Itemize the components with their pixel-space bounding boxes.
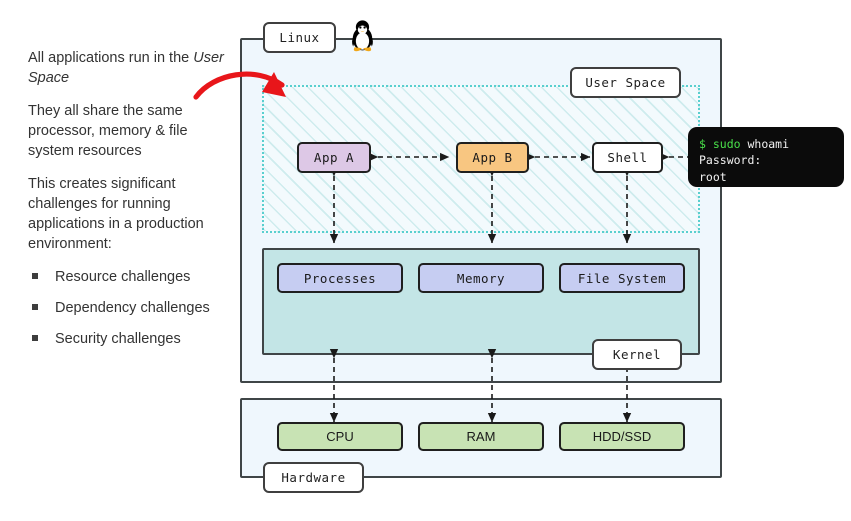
paragraph-1-emphasis: User Space [28,50,224,86]
node-app-b-label: App B [472,150,513,165]
challenge-list: Resource challenges Dependency challenge… [28,267,228,349]
linux-label: Linux [263,22,336,53]
terminal-command: whoami [740,137,790,151]
paragraph-3: This creates significant challenges for … [28,176,204,252]
user-space-label: User Space [570,67,681,98]
explanatory-text: All applications run in the User Space T… [28,48,228,360]
node-app-a-label: App A [313,150,355,165]
node-processes-label: Processes [303,270,377,286]
list-item-label: Dependency challenges [55,300,210,316]
hardware-label: Hardware [263,462,364,493]
kernel-label-text: Kernel [612,347,662,362]
list-item: Resource challenges [28,267,228,287]
hardware-label-text: Hardware [281,470,346,485]
bullet-square-icon [32,335,38,341]
node-app-a[interactable]: App A [297,142,371,173]
kernel-label: Kernel [592,339,682,370]
node-hdd-ssd[interactable]: HDD/SSD [559,422,685,451]
list-item-label: Security challenges [55,331,181,347]
node-memory[interactable]: Memory [418,263,544,293]
terminal-window[interactable]: $ sudo whoami Password: root [688,127,844,187]
paragraph-1: All applications run in the User Space [28,48,228,88]
node-file-system[interactable]: File System [559,263,685,293]
node-cpu-label: CPU [326,429,354,444]
node-memory-label: Memory [456,270,506,286]
bullet-square-icon [32,304,38,310]
node-app-b[interactable]: App B [456,142,529,173]
terminal-line-2: Password: [699,153,762,168]
user-space-label-text: User Space [585,75,666,90]
node-file-system-label: File System [577,270,667,286]
node-shell[interactable]: Shell [592,142,663,173]
node-shell-label: Shell [607,150,648,165]
terminal-line-3: root [699,169,727,184]
node-processes[interactable]: Processes [277,263,403,293]
paragraph-2: They all share the same processor, memor… [28,103,188,159]
node-ram[interactable]: RAM [418,422,544,451]
list-item: Security challenges [28,329,228,349]
bullet-square-icon [32,273,38,279]
linux-label-text: Linux [279,30,320,45]
paragraph-1-lead: All applications run in the [28,50,194,66]
list-item: Dependency challenges [28,298,228,318]
node-cpu[interactable]: CPU [277,422,403,451]
list-item-label: Resource challenges [55,269,191,285]
node-hdd-ssd-label: HDD/SSD [592,429,652,444]
node-ram-label: RAM [466,429,496,444]
terminal-prompt: $ sudo [699,137,741,151]
